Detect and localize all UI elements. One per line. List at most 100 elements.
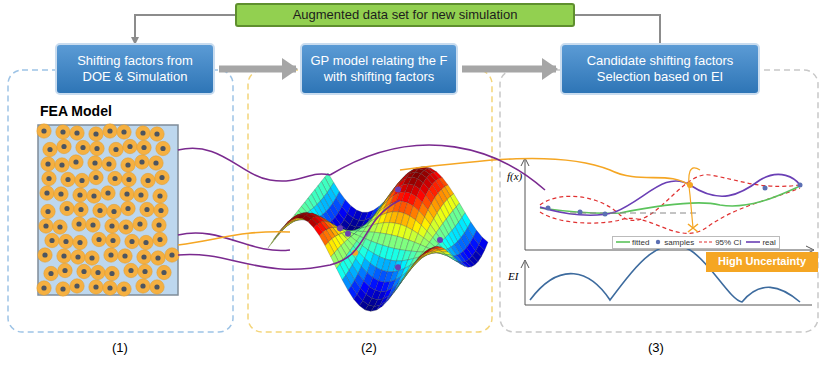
surface-patch — [408, 260, 417, 271]
particle — [89, 280, 103, 294]
node-text: Shifting factors from DOE & Simulation — [63, 53, 207, 84]
legend-sample — [616, 238, 630, 247]
particle-core — [58, 191, 63, 196]
particle — [74, 202, 88, 216]
legend-sample — [699, 238, 713, 247]
particle-core — [62, 268, 67, 273]
particle-core — [94, 146, 99, 151]
particle-core — [41, 128, 46, 133]
surface-patch — [274, 228, 283, 240]
surface-patch — [405, 263, 414, 275]
graph — [521, 158, 814, 305]
particle — [103, 124, 117, 138]
particle-core — [155, 255, 160, 260]
particle — [77, 264, 91, 278]
node-text: High Uncertainty — [718, 255, 806, 268]
surface-patch — [398, 272, 407, 284]
particle — [86, 218, 100, 232]
particle-core — [157, 193, 162, 198]
particle — [165, 248, 179, 262]
panel-outline — [500, 70, 818, 332]
particle — [76, 140, 90, 154]
particle-core — [140, 130, 145, 135]
particle — [55, 158, 69, 172]
particle — [69, 155, 83, 169]
panel-title: FEA Model — [40, 103, 112, 119]
particle — [41, 157, 55, 171]
particle-core — [126, 177, 131, 182]
particle — [38, 248, 52, 262]
particle — [154, 203, 168, 217]
particle — [56, 282, 70, 296]
particle — [141, 173, 155, 187]
particle-core — [76, 221, 81, 226]
particle — [87, 189, 101, 203]
particle-core — [97, 208, 102, 213]
particle-core — [95, 270, 100, 275]
particle — [156, 141, 170, 155]
particle — [103, 281, 117, 295]
particle-core — [160, 146, 165, 151]
particle — [107, 204, 121, 218]
particle — [90, 141, 104, 155]
particle-core — [77, 240, 82, 245]
particle — [150, 280, 164, 294]
particle-core — [41, 285, 46, 290]
particle-core — [45, 209, 50, 214]
particle-core — [122, 253, 127, 258]
particle-core — [60, 286, 65, 291]
particle-core — [109, 223, 114, 228]
surface-patch — [268, 235, 277, 248]
legend-text: samples — [664, 238, 694, 247]
highlight-tag: High Uncertainty — [706, 252, 818, 272]
particle-core — [93, 131, 98, 136]
surface-sample — [345, 231, 351, 237]
particle-core — [44, 190, 49, 195]
particle — [124, 263, 138, 277]
particle — [71, 250, 85, 264]
particle-core — [43, 223, 48, 228]
particle — [117, 125, 131, 139]
particle — [102, 157, 116, 171]
particle — [57, 249, 71, 263]
particle-core — [45, 161, 50, 166]
feedback-line — [135, 15, 235, 43]
particle — [138, 264, 152, 278]
flow-arrow — [462, 66, 556, 73]
particle — [72, 217, 86, 231]
surface-patch — [399, 271, 408, 284]
particle-core — [121, 129, 126, 134]
legend-item: real — [746, 238, 775, 247]
particle — [106, 233, 120, 247]
particle — [93, 203, 107, 217]
legend-sample — [746, 238, 760, 247]
link-curves — [178, 145, 690, 269]
particle-core — [125, 206, 130, 211]
panel-number: (1) — [112, 340, 128, 355]
feedback-line — [575, 15, 660, 43]
surface-patch — [275, 229, 284, 240]
surface-patch — [418, 252, 427, 260]
particle — [91, 265, 105, 279]
particle — [89, 127, 103, 141]
legend-item: 95% CI — [699, 238, 741, 247]
particle — [157, 265, 171, 279]
particle-core — [63, 239, 68, 244]
particle-core — [80, 145, 85, 150]
particle-core — [79, 178, 84, 183]
particle — [59, 234, 73, 248]
particle — [61, 172, 75, 186]
particle-core — [141, 254, 146, 259]
surface-patch — [280, 223, 289, 232]
particle — [73, 188, 87, 202]
particle-core — [127, 144, 132, 149]
particle-core — [81, 269, 86, 274]
particle-core — [91, 193, 96, 198]
particle — [104, 248, 118, 262]
particle — [153, 232, 167, 246]
particle — [56, 125, 70, 139]
process-box: Shifting factors from DOE & Simulation — [55, 43, 215, 95]
particle-core — [73, 159, 78, 164]
particle-core — [111, 209, 116, 214]
surface-patch — [459, 262, 468, 267]
